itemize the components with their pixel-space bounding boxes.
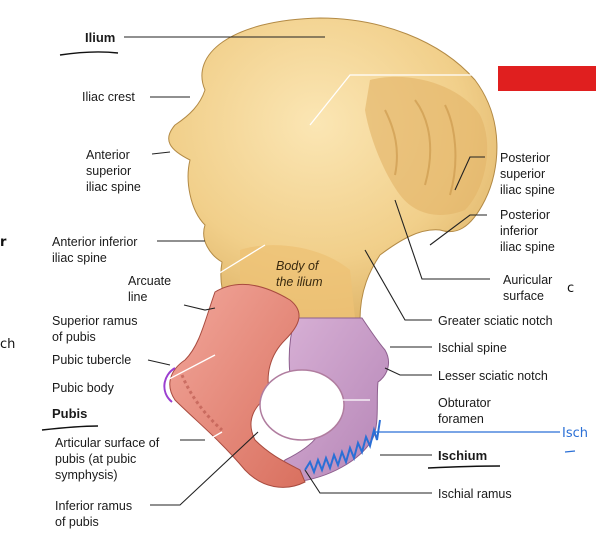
label-pubis: Pubis bbox=[52, 406, 87, 421]
label-lesser-sciatic: Lesser sciatic notch bbox=[438, 369, 548, 383]
handwriting-r: r bbox=[0, 235, 7, 250]
label-obturator-2: foramen bbox=[438, 412, 484, 426]
label-pubic-tubercle: Pubic tubercle bbox=[52, 353, 131, 367]
handwriting-c: c bbox=[567, 281, 574, 296]
label-articular-3: symphysis) bbox=[55, 468, 118, 482]
label-asis-1: Anterior bbox=[86, 148, 130, 162]
blue-scribble bbox=[304, 419, 381, 475]
label-psis-1: Posterior bbox=[500, 151, 550, 165]
label-psis-2: superior bbox=[500, 167, 545, 181]
handwriting-isch: Isch bbox=[562, 426, 588, 441]
obturator-foramen-shape bbox=[259, 369, 345, 441]
label-piis-2: inferior bbox=[500, 224, 538, 238]
red-highlight-box bbox=[498, 66, 596, 91]
auricular-texture bbox=[365, 76, 488, 215]
label-piis-1: Posterior bbox=[500, 208, 550, 222]
label-obturator-1: Obturator bbox=[438, 396, 491, 410]
label-ischial-spine: Ischial spine bbox=[438, 341, 507, 355]
label-aiis-2: iliac spine bbox=[52, 251, 107, 265]
label-ischial-ramus: Ischial ramus bbox=[438, 487, 512, 501]
label-ischium: Ischium bbox=[438, 448, 487, 463]
label-arcuate-1: Arcuate bbox=[128, 274, 171, 288]
purple-mark bbox=[163, 367, 176, 403]
label-auricular-1: Auricular bbox=[503, 273, 552, 287]
label-piis-3: iliac spine bbox=[500, 240, 555, 254]
label-asis-3: iliac spine bbox=[86, 180, 141, 194]
label-greater-sciatic: Greater sciatic notch bbox=[438, 314, 553, 328]
label-ilium: Ilium bbox=[85, 30, 115, 45]
label-pubic-body: Pubic body bbox=[52, 381, 115, 395]
label-aiis-1: Anterior inferior bbox=[52, 235, 137, 249]
label-psis-3: iliac spine bbox=[500, 183, 555, 197]
label-inf-ramus-1: Inferior ramus bbox=[55, 499, 132, 513]
label-body-of-ilium-2: the ilium bbox=[276, 275, 323, 289]
label-auricular-2: surface bbox=[503, 289, 544, 303]
label-body-of-ilium-1: Body of bbox=[276, 259, 320, 273]
label-asis-2: superior bbox=[86, 164, 131, 178]
label-arcuate-2: line bbox=[128, 290, 148, 304]
label-iliac-crest: Iliac crest bbox=[82, 90, 135, 104]
label-sup-ramus-2: of pubis bbox=[52, 330, 96, 344]
label-sup-ramus-1: Superior ramus bbox=[52, 314, 137, 328]
handwriting-ch: ch bbox=[0, 337, 15, 352]
label-articular-2: pubis (at pubic bbox=[55, 452, 136, 466]
label-inf-ramus-2: of pubis bbox=[55, 515, 99, 529]
label-articular-1: Articular surface of bbox=[55, 436, 160, 450]
